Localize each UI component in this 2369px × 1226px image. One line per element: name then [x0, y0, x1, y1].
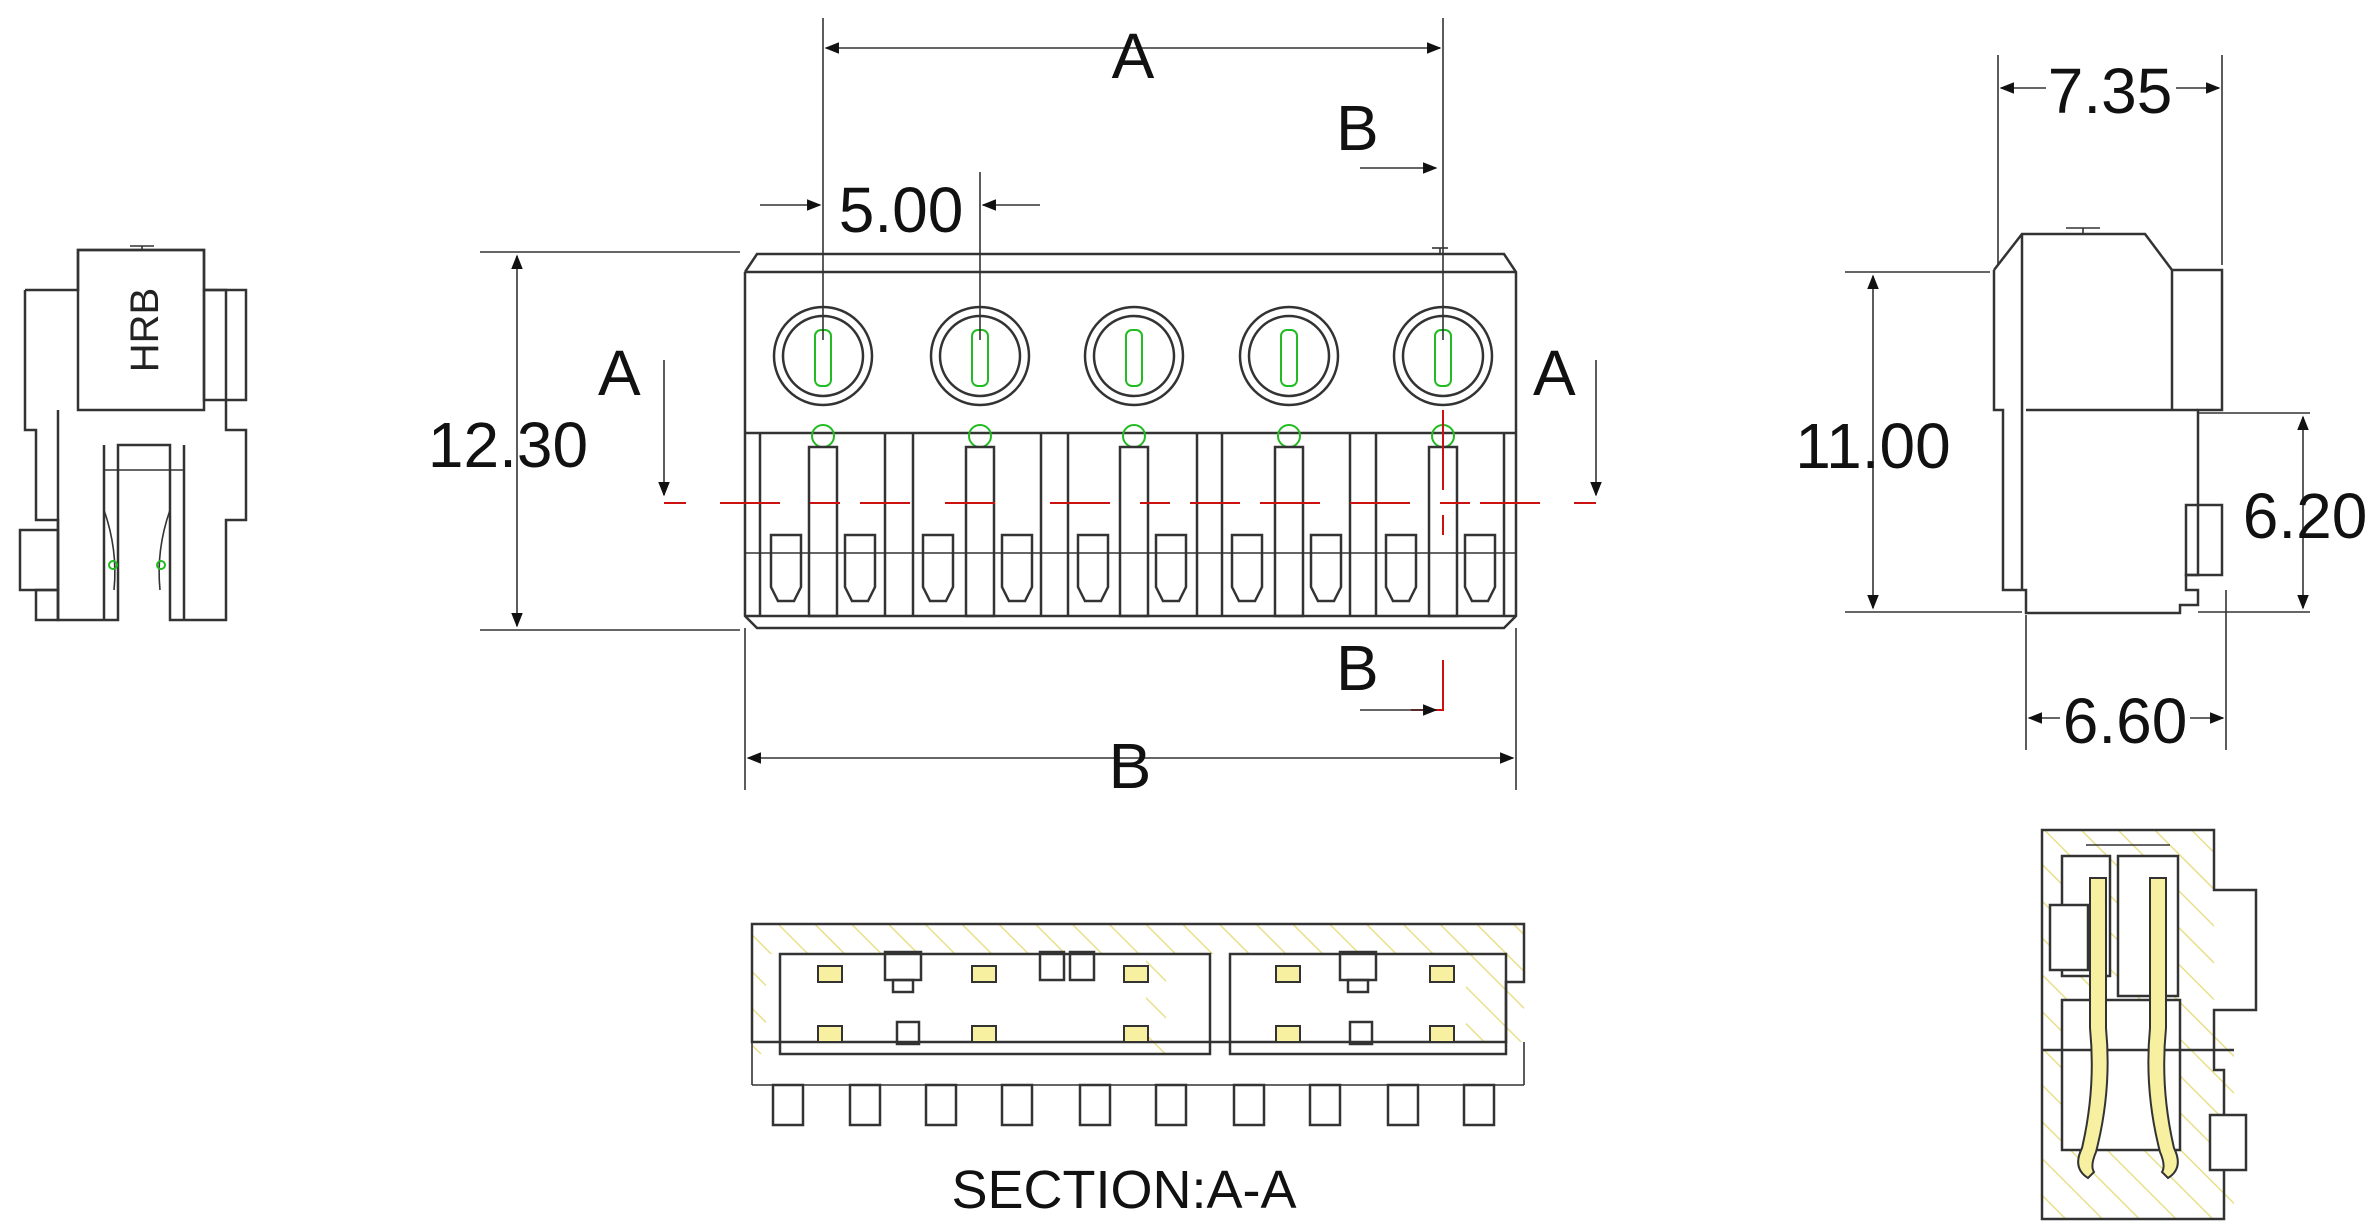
section-legs [771, 1083, 1496, 1127]
dim-height-side: 11.00 [1795, 410, 1950, 482]
side-view: 7.35 11.00 6.20 6.60 [1795, 55, 2367, 757]
pin-column-4 [1220, 424, 1352, 618]
section-b-top-label: B [1336, 92, 1379, 164]
dim-width-side-bottom: 6.60 [2063, 685, 2188, 757]
section-a-a: SECTION:A-A [750, 922, 1526, 1220]
dim-height-side-lower: 6.20 [2243, 480, 2368, 552]
wire-entries [772, 305, 1494, 407]
dim-pitch: 5.00 [839, 174, 964, 246]
dim-a-label: A [1112, 20, 1155, 92]
section-line-a [664, 410, 1596, 535]
section-b-b [2040, 828, 2258, 1221]
brand-mark: HRB [123, 288, 167, 372]
dim-b-label: B [1109, 730, 1152, 802]
section-caption: SECTION:A-A [951, 1160, 1296, 1220]
section-a-right-label: A [1533, 337, 1576, 409]
left-end-view: HRB [18, 245, 248, 622]
front-view: A A B B A 5.00 12.30 B [428, 18, 1602, 802]
pin-column-1 [758, 424, 887, 618]
pin-column-5 [1374, 424, 1506, 618]
pin-column-2 [911, 424, 1043, 618]
section-b-bottom-label: B [1336, 632, 1379, 704]
dim-width-side-top: 7.35 [2048, 55, 2173, 127]
section-a-left-label: A [598, 337, 641, 409]
pin-column-3 [1066, 424, 1199, 618]
dim-height-front: 12.30 [428, 409, 588, 481]
section-pins [817, 950, 1455, 1046]
